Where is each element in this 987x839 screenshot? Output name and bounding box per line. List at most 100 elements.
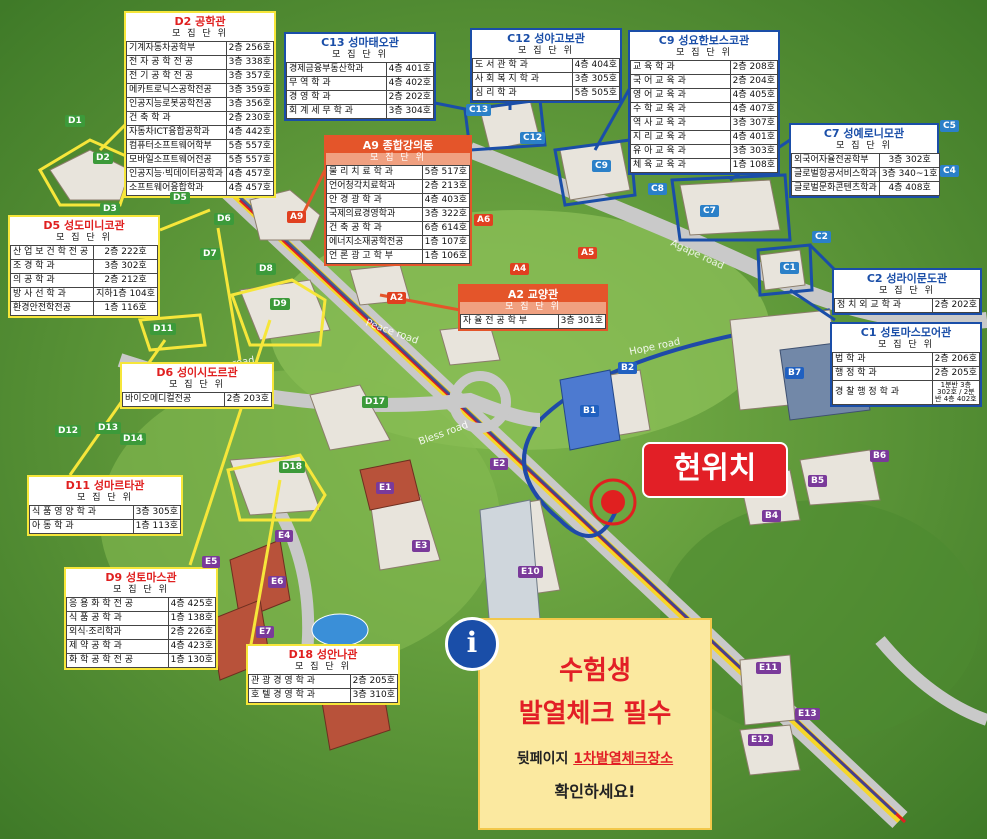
building-title: C12 성야고보관 xyxy=(472,30,620,46)
room-number: 2층 213호 xyxy=(421,179,471,194)
building-tag-D1: D1 xyxy=(65,115,85,127)
building-title: C2 성라이문도관 xyxy=(834,270,980,286)
recruit-label: 모 집 단 위 xyxy=(286,50,434,62)
department-name: 산 업 보 건 학 전 공 xyxy=(9,245,95,260)
building-tag-B1: B1 xyxy=(580,405,600,417)
notice-line-2: 발열체크 필수 xyxy=(518,699,672,729)
room-number: 1층 130호 xyxy=(167,653,217,668)
room-number: 1층 108호 xyxy=(729,158,779,173)
building-title: D5 성도미니코관 xyxy=(10,217,158,233)
room-number: 3층 359호 xyxy=(225,83,275,98)
room-number: 3층 303호 xyxy=(729,144,779,159)
department-name: 교 육 학 과 xyxy=(630,60,731,75)
building-tag-E4: E4 xyxy=(275,530,294,542)
department-name: 유 아 교 육 과 xyxy=(630,144,731,159)
department-name: 아 동 학 과 xyxy=(29,519,134,534)
room-number: 3층 356호 xyxy=(225,97,275,112)
building-tag-B2: B2 xyxy=(618,362,638,374)
building-tag-C1: C1 xyxy=(780,262,799,274)
building-tag-D11: D11 xyxy=(150,323,176,335)
room-number: 4층 425호 xyxy=(167,597,217,612)
building-tag-E5: E5 xyxy=(202,556,221,568)
building-tag-D18: D18 xyxy=(279,461,305,473)
department-name: 안 경 광 학 과 xyxy=(326,193,423,208)
building-tag-D9: D9 xyxy=(270,298,290,310)
notice-line-3a: 뒷페이지 xyxy=(516,751,574,767)
building-title: D11 성마르타관 xyxy=(29,477,181,493)
room-number: 1층 116호 xyxy=(93,301,158,316)
building-title: A2 교양관 xyxy=(460,286,606,302)
room-number: 2층 230호 xyxy=(225,111,275,126)
room-number: 4층 457호 xyxy=(225,167,275,182)
room-number: 2층 206호 xyxy=(931,352,981,367)
room-number: 지하1층 104호 xyxy=(93,287,158,302)
building-tag-C8: C8 xyxy=(648,183,667,195)
building-title: A9 종합강의동 xyxy=(326,137,470,153)
department-name: 언어청각치료학과 xyxy=(326,179,423,194)
room-number: 5층 517호 xyxy=(421,165,471,180)
fever-check-notice: 수험생 발열체크 필수 뒷페이지 1차발열체크장소 확인하세요! xyxy=(478,618,712,830)
department-name: 메카트로닉스공학전공 xyxy=(126,83,227,98)
building-title: D6 성이시도르관 xyxy=(122,364,272,380)
department-name: 글로벌문화콘텐츠학과 xyxy=(791,181,880,196)
building-tag-A5: A5 xyxy=(578,247,598,259)
building-tag-D12: D12 xyxy=(55,425,81,437)
room-number: 3층 302호 xyxy=(93,259,158,274)
room-number: 2층 205호 xyxy=(349,674,399,689)
building-title: C7 성예로니모관 xyxy=(791,125,937,141)
department-name: 조 경 학 과 xyxy=(9,259,95,274)
room-number: 1분반 3층 302호 / 2분반 4층 402호 xyxy=(931,380,981,405)
room-number: 3층 304호 xyxy=(385,104,435,119)
building-title: C9 성요한보스코관 xyxy=(630,32,778,48)
room-number: 3층 307호 xyxy=(729,116,779,131)
room-number: 4층 407호 xyxy=(729,102,779,117)
room-number: 3층 322호 xyxy=(421,207,471,222)
department-name: 법 학 과 xyxy=(832,352,933,367)
department-name: 역 사 교 육 과 xyxy=(630,116,731,131)
building-tag-D5: D5 xyxy=(170,192,190,204)
department-name: 바이오메디컬전공 xyxy=(122,392,225,407)
department-name: 회 계 세 무 학 과 xyxy=(286,104,387,119)
room-number: 3층 301호 xyxy=(557,314,607,329)
building-title: C1 성토마스모어관 xyxy=(832,324,980,340)
room-number: 2층 226호 xyxy=(167,625,217,640)
department-name: 사 회 복 지 학 과 xyxy=(472,72,573,87)
department-name: 경 영 학 과 xyxy=(286,90,387,105)
recruit-label: 모 집 단 위 xyxy=(630,48,778,60)
room-number: 2층 202호 xyxy=(931,298,981,313)
building-tag-A2: A2 xyxy=(387,292,407,304)
room-number: 3층 305호 xyxy=(132,505,182,520)
building-tag-B5: B5 xyxy=(808,475,828,487)
room-number: 6층 614호 xyxy=(421,221,471,236)
building-tag-E10: E10 xyxy=(518,566,543,578)
building-tag-E7: E7 xyxy=(256,626,275,638)
building-tag-A9: A9 xyxy=(287,211,307,223)
